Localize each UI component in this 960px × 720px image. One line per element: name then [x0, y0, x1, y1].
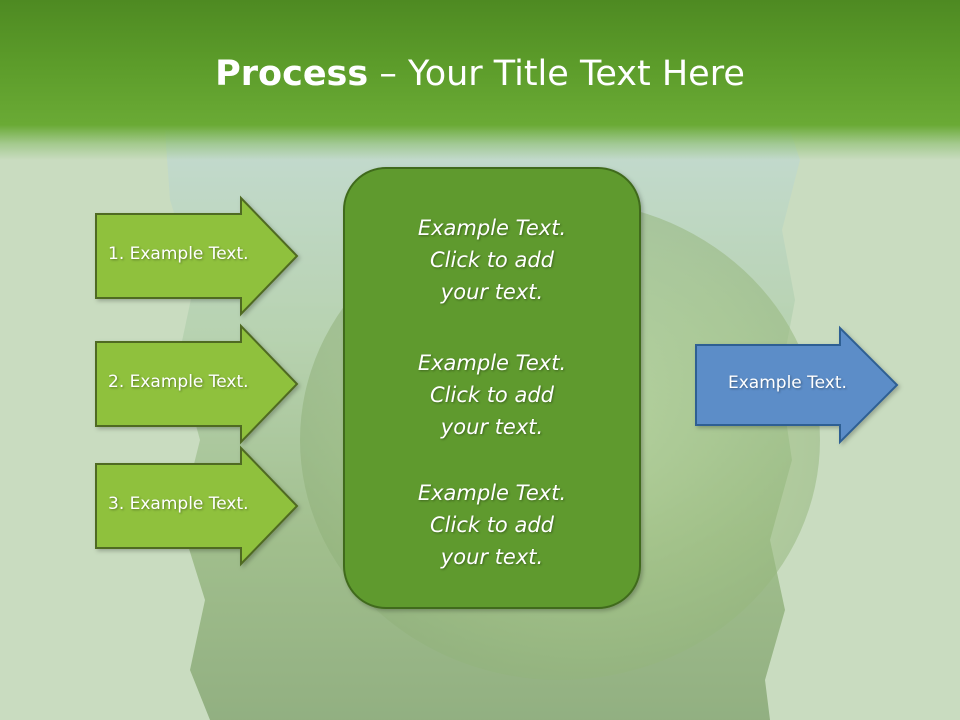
- title-rest-part: – Your Title Text Here: [368, 54, 745, 94]
- input-arrow-3-label: 3. Example Text.: [108, 494, 249, 514]
- slide-title[interactable]: Process – Your Title Text Here: [0, 52, 960, 96]
- center-paragraph-1-line1: Example Text.: [417, 216, 567, 240]
- center-paragraph-1: Example Text. Click to add your text.: [345, 212, 639, 308]
- center-paragraph-2: Example Text. Click to add your text.: [345, 347, 639, 443]
- output-arrow[interactable]: [695, 325, 899, 445]
- input-arrow-3[interactable]: [95, 445, 299, 567]
- center-paragraph-2-line2: Click to add: [429, 383, 554, 407]
- header-band: [0, 0, 960, 160]
- input-arrow-2[interactable]: [95, 323, 299, 445]
- center-paragraph-1-line2: Click to add: [429, 248, 554, 272]
- center-text-box[interactable]: [343, 167, 641, 609]
- center-paragraph-3-line3: your text.: [440, 545, 544, 569]
- output-arrow-label: Example Text.: [728, 373, 847, 393]
- center-paragraph-3-line2: Click to add: [429, 513, 554, 537]
- center-paragraph-3-line1: Example Text.: [417, 481, 567, 505]
- center-paragraph-2-line1: Example Text.: [417, 351, 567, 375]
- title-bold-part: Process: [215, 54, 369, 94]
- center-paragraph-2-line3: your text.: [440, 415, 544, 439]
- input-arrow-1-label: 1. Example Text.: [108, 244, 249, 264]
- input-arrow-1[interactable]: [95, 195, 299, 317]
- center-paragraph-3: Example Text. Click to add your text.: [345, 477, 639, 573]
- input-arrow-2-label: 2. Example Text.: [108, 372, 249, 392]
- center-paragraph-1-line3: your text.: [440, 280, 544, 304]
